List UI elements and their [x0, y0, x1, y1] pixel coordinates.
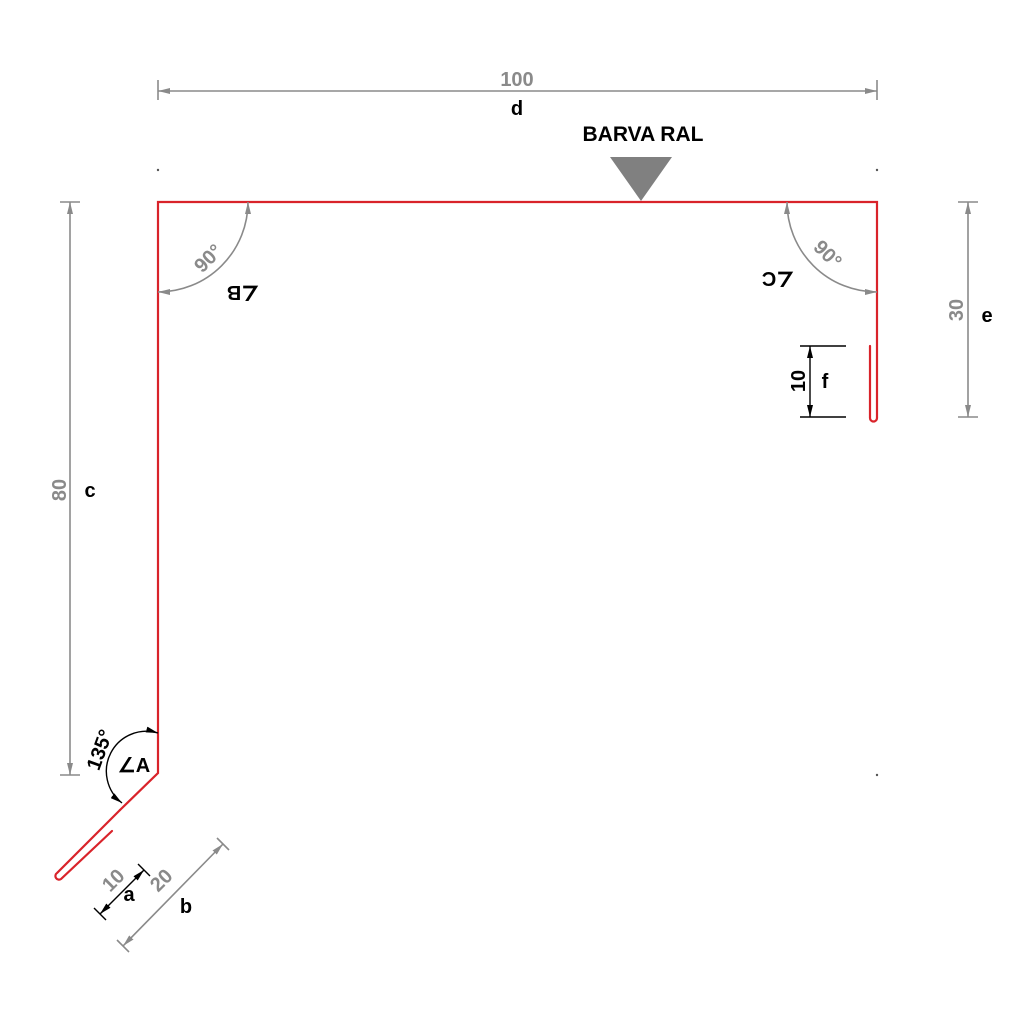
dimension-e: 30 e — [946, 201, 993, 418]
angle-a: 135° ∠A — [83, 726, 159, 804]
color-side-marker: BARVA RAL — [583, 123, 704, 201]
dimension-e-value: 30 — [946, 299, 968, 321]
profile-hem-right — [868, 344, 879, 423]
profile-outline — [54, 200, 879, 881]
color-side-label: BARVA RAL — [583, 123, 704, 146]
reference-dots — [156, 168, 879, 777]
dimension-f-label: f — [822, 371, 829, 393]
dimension-e-label: e — [981, 305, 992, 327]
dimension-b-value: 20 — [146, 865, 177, 896]
dimension-b-label: b — [180, 896, 192, 918]
profile-hem-left — [54, 808, 122, 881]
dimension-a: 10 a — [93, 863, 151, 921]
dimension-f: 10 f — [788, 345, 846, 418]
dimension-d-value: 100 — [500, 69, 533, 91]
angle-b-label: ∠B — [227, 281, 259, 303]
angle-c: 90° ∠C — [762, 201, 878, 295]
dimension-a-label: a — [123, 884, 135, 906]
angle-c-value: 90° — [809, 236, 846, 273]
dimension-c-label: c — [84, 480, 95, 502]
angle-b-value: 90° — [190, 240, 227, 277]
color-side-triangle — [610, 157, 672, 201]
dimension-d-label: d — [511, 98, 523, 120]
angle-b: 90° ∠B — [157, 201, 259, 303]
dimension-c-value: 80 — [49, 479, 71, 501]
angle-c-label: ∠C — [762, 267, 794, 289]
dimension-d: 100 d — [157, 69, 878, 120]
dimension-c: 80 c — [49, 201, 96, 776]
dimension-f-value: 10 — [788, 370, 810, 392]
angle-a-label: ∠A — [118, 755, 150, 777]
